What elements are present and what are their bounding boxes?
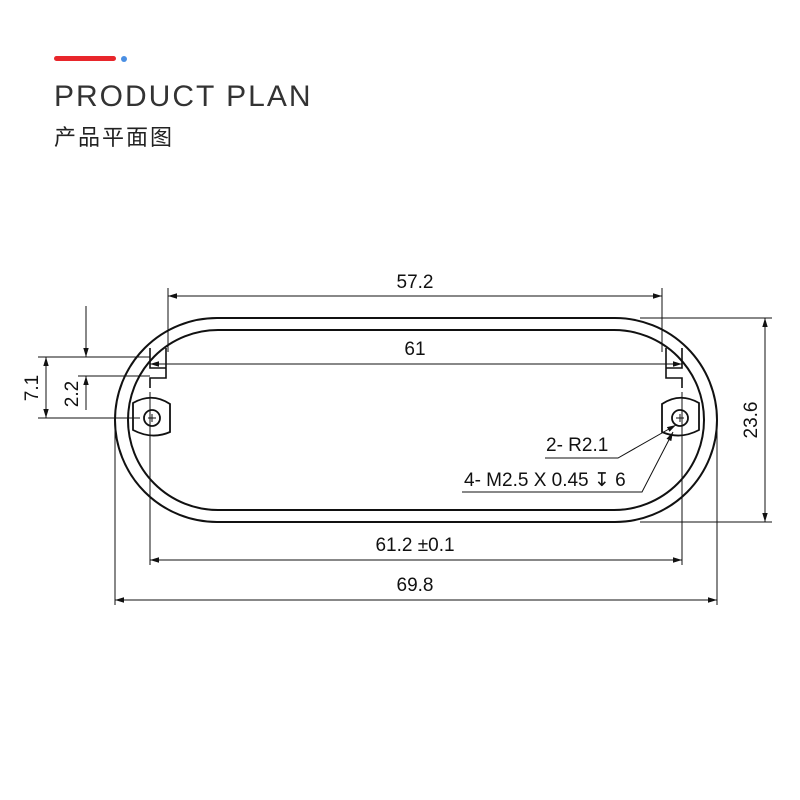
callout-thread: 4- M2.5 X 0.45 ↧ 6 — [464, 470, 626, 491]
extension-lines — [38, 288, 772, 605]
callout-radius: 2- R2.1 — [546, 435, 608, 456]
title-english: PRODUCT PLAN — [54, 80, 313, 113]
dim-inner-width: 61 — [404, 339, 425, 360]
dim-overall-width: 69.8 — [397, 575, 434, 596]
dimension-lines — [43, 293, 768, 603]
title-chinese: 产品平面图 — [54, 126, 175, 151]
leader-radius — [545, 424, 677, 459]
dim-overall-height: 23.6 — [741, 402, 762, 439]
dim-left-small: 2.2 — [62, 381, 83, 407]
inner-contour — [127, 329, 705, 511]
dim-top-width: 57.2 — [397, 272, 434, 293]
dim-hole-spacing: 61.2 ±0.1 — [375, 535, 454, 556]
screw-boss-left — [132, 396, 171, 437]
accent-dot — [121, 56, 127, 62]
accent-bar — [54, 56, 116, 61]
dim-left-height: 7.1 — [22, 375, 43, 401]
leader-lines — [462, 424, 677, 493]
leader-thread — [462, 431, 674, 493]
